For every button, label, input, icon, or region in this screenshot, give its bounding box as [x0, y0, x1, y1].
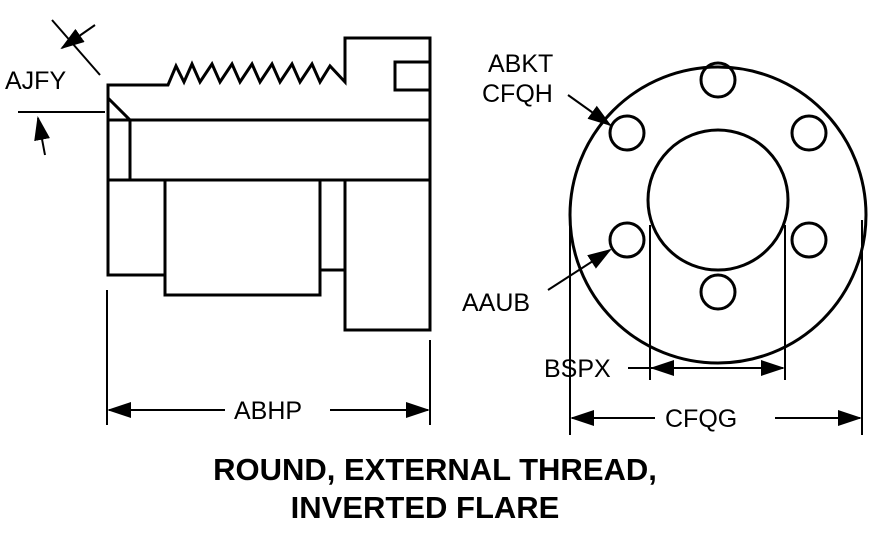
end-view [568, 61, 868, 365]
left-flange [106, 178, 167, 277]
bolt-hole [608, 114, 646, 152]
bolt-hole [790, 221, 828, 259]
slot [393, 60, 432, 92]
ajfy-dimension: AJFY [5, 19, 105, 156]
label-cfqg: CFQG [665, 405, 737, 433]
hatched-body [106, 36, 432, 122]
title-line-1: ROUND, EXTERNAL THREAD, [213, 452, 657, 487]
bolt-hole [699, 61, 737, 99]
bolt-hole [699, 273, 737, 311]
aaub-callout: AAUB [462, 248, 612, 317]
title-line-2: INVERTED FLARE [291, 490, 560, 525]
abhp-dimension: ABHP [106, 290, 431, 425]
label-aaub: AAUB [462, 289, 530, 317]
bolt-hole [608, 221, 646, 259]
side-view [106, 36, 432, 332]
bore [106, 118, 432, 182]
bspx-dimension: BSPX [544, 225, 786, 383]
label-ajfy: AJFY [5, 67, 66, 95]
cfqg-dimension: CFQG [569, 220, 863, 435]
label-abhp: ABHP [234, 397, 302, 425]
center-bore [646, 128, 790, 272]
flange-outline [568, 65, 868, 365]
label-abkt: ABKT [488, 50, 553, 78]
hex-body [343, 178, 432, 332]
label-cfqh: CFQH [482, 80, 553, 108]
label-bspx: BSPX [544, 355, 611, 383]
abkt-cfqh-callout: ABKT CFQH [482, 50, 612, 127]
external-thread [163, 178, 322, 297]
bolt-hole [790, 114, 828, 152]
